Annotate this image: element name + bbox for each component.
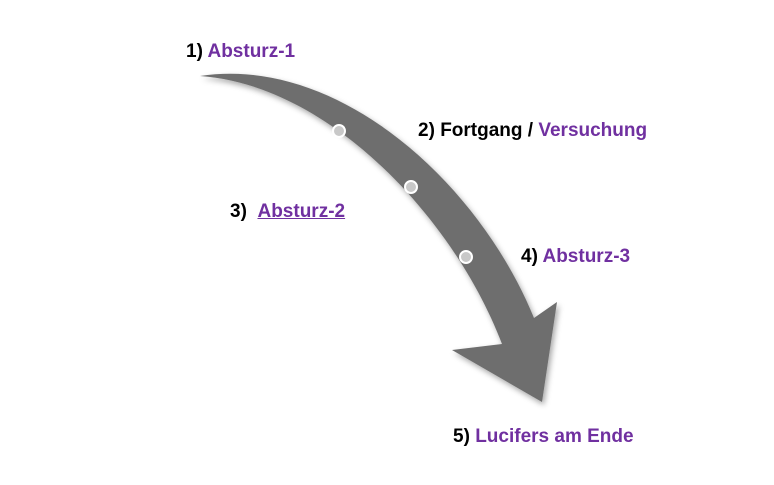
step-number: 1): [186, 41, 203, 62]
step-number: 4): [521, 246, 538, 267]
step-number: 3): [230, 201, 247, 222]
step-prefix: Fortgang /: [440, 120, 534, 141]
step-marker-2: [404, 180, 418, 194]
step-label-4: 4) Absturz-3: [521, 246, 630, 268]
step-number: 2): [418, 120, 435, 141]
step-term: Versuchung: [538, 120, 648, 141]
curved-arrow: [200, 73, 557, 402]
step-number: 5): [453, 426, 470, 447]
step-marker-3: [459, 250, 473, 264]
step-term-link[interactable]: Absturz-2: [257, 201, 346, 222]
step-term: Lucifers am Ende: [475, 426, 634, 447]
step-term: Absturz-1: [207, 41, 296, 62]
step-term: Absturz-3: [542, 246, 631, 267]
step-label-3: 3) Absturz-2: [230, 201, 345, 223]
step-label-5: 5) Lucifers am Ende: [453, 426, 634, 448]
step-marker-1: [332, 124, 346, 138]
step-label-1: 1) Absturz-1: [186, 41, 295, 63]
step-label-2: 2) Fortgang / Versuchung: [418, 120, 647, 142]
